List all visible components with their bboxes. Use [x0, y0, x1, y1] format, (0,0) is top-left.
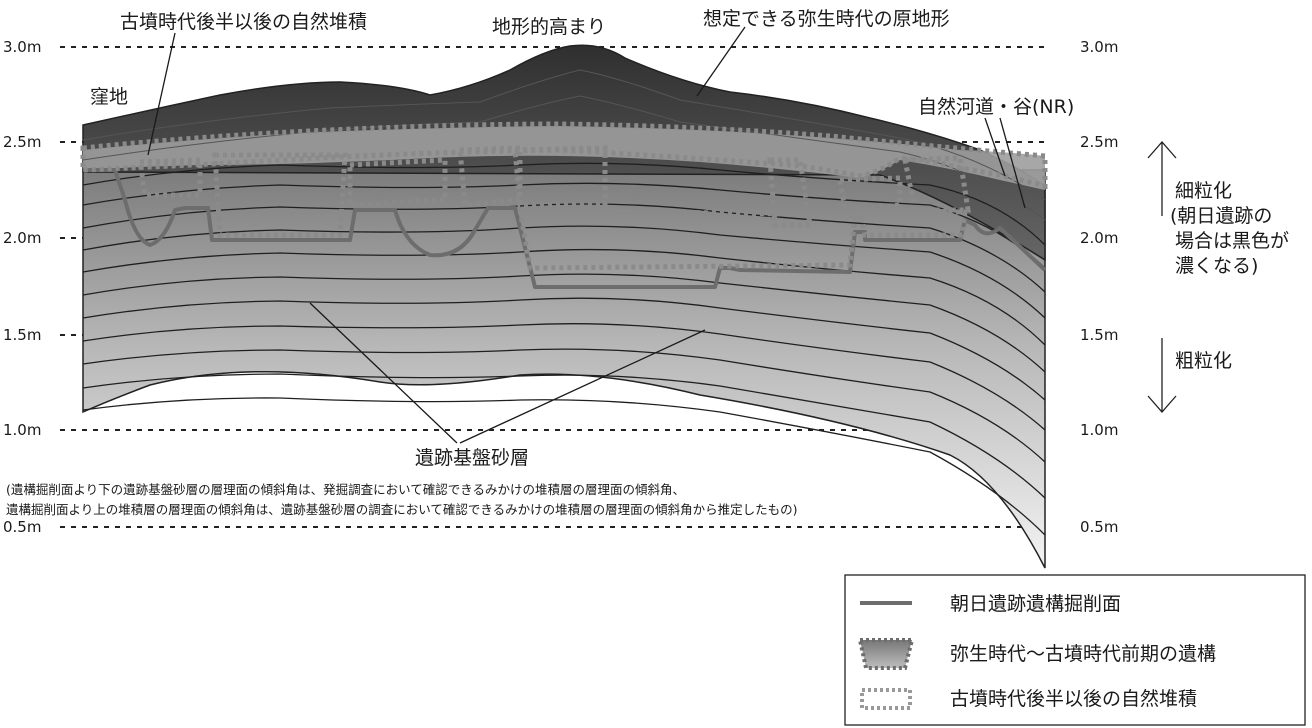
- fine-label-2: (朝日遺跡の: [1170, 205, 1272, 227]
- leader-lines: [147, 26, 1026, 444]
- leader-natural-deposit: [147, 32, 176, 156]
- legend-item-3: 古墳時代後半以後の自然堆積: [950, 688, 1197, 710]
- feature-outline-10: [901, 155, 971, 213]
- label-natural-deposit-top: 古墳時代後半以後の自然堆積: [120, 11, 367, 33]
- excavation-surface-line: [83, 168, 1047, 289]
- feature-outline-8: [837, 175, 903, 213]
- right-axis-3-0m: 3.0m: [1080, 38, 1118, 56]
- note-line-2: 遺構掘削面より上の堆積層の層理面の傾斜角は、遺跡基盤砂層の調査において確認できる…: [6, 502, 798, 517]
- fine-label-3: 場合は黒色が: [1175, 230, 1289, 252]
- grain-scale: 細粒化 (朝日遺跡の 場合は黒色が 濃くなる) 粗粒化: [1147, 141, 1289, 413]
- bedding-planes: [82, 162, 1046, 536]
- feature-outline-5: [512, 145, 608, 208]
- label-topographic-high: 地形的高まり: [492, 16, 606, 38]
- left-axis-1-5m: 1.5m: [3, 326, 41, 344]
- label-depression: 窪地: [90, 86, 128, 108]
- leader-yayoi-landform: [696, 26, 746, 97]
- left-axis-0-5m: 0.5m: [3, 518, 41, 536]
- legend-item-1: 朝日遺跡遺構掘削面: [950, 593, 1121, 615]
- leader-channel-2: [999, 117, 1026, 209]
- feature-outlines: [80, 121, 1048, 271]
- feature-outline-6: [517, 207, 858, 271]
- left-axis-1-0m: 1.0m: [3, 421, 41, 439]
- coarse-arrow-head-icon: [1147, 395, 1177, 413]
- feature-outline-9: [856, 207, 968, 238]
- right-axis-1-0m: 1.0m: [1080, 421, 1118, 439]
- fine-label-4: 濃くなる): [1175, 255, 1258, 277]
- legend-box: [844, 574, 1306, 726]
- label-site-base-sand: 遺跡基盤砂層: [415, 447, 529, 469]
- note-line-1: (遺構掘削面より下の遺跡基盤砂層の層理面の傾斜角は、発掘調査において確認できるみ…: [6, 482, 685, 497]
- leader-base-sand-right: [459, 329, 706, 444]
- legend-item-2: 弥生時代〜古墳時代前期の遺構: [950, 643, 1216, 665]
- leader-base-sand-left: [309, 302, 458, 444]
- natural-deposit-band: [83, 126, 1045, 190]
- legend: 朝日遺跡遺構掘削面 弥生時代〜古墳時代前期の遺構 古墳時代後半以後の自然堆積: [844, 574, 1306, 726]
- feature-outline-2: [212, 152, 348, 238]
- legend-deposit-icon: [860, 688, 912, 710]
- feature-outline-1: [137, 157, 203, 198]
- right-axis-1-5m: 1.5m: [1080, 326, 1118, 344]
- left-axis-3-0m: 3.0m: [3, 38, 41, 56]
- left-axis-2-5m: 2.5m: [3, 133, 41, 151]
- right-axis-2-0m: 2.0m: [1080, 229, 1118, 247]
- right-axis-0-5m: 0.5m: [1080, 518, 1118, 536]
- left-axis-2-0m: 2.0m: [3, 229, 41, 247]
- coarse-label: 粗粒化: [1175, 350, 1232, 372]
- fine-arrow-head-icon: [1147, 141, 1177, 159]
- feature-outline-7: [767, 157, 813, 228]
- legend-feature-icon: [857, 638, 915, 670]
- label-yayoi-landform: 想定できる弥生時代の原地形: [703, 8, 950, 30]
- feature-outline-3: [347, 157, 448, 208]
- leader-channel-1: [984, 117, 1006, 177]
- label-natural-channel: 自然河道・谷(NR): [918, 96, 1074, 118]
- left-axis-labels: 3.0m 2.5m 2.0m 1.5m 1.0m 0.5m: [3, 38, 41, 536]
- feature-outline-4: [457, 145, 523, 208]
- fine-label-1: 細粒化: [1175, 180, 1232, 202]
- right-axis-labels: 3.0m 2.5m 2.0m 1.5m 1.0m 0.5m: [1080, 38, 1118, 536]
- right-axis-2-5m: 2.5m: [1080, 133, 1118, 151]
